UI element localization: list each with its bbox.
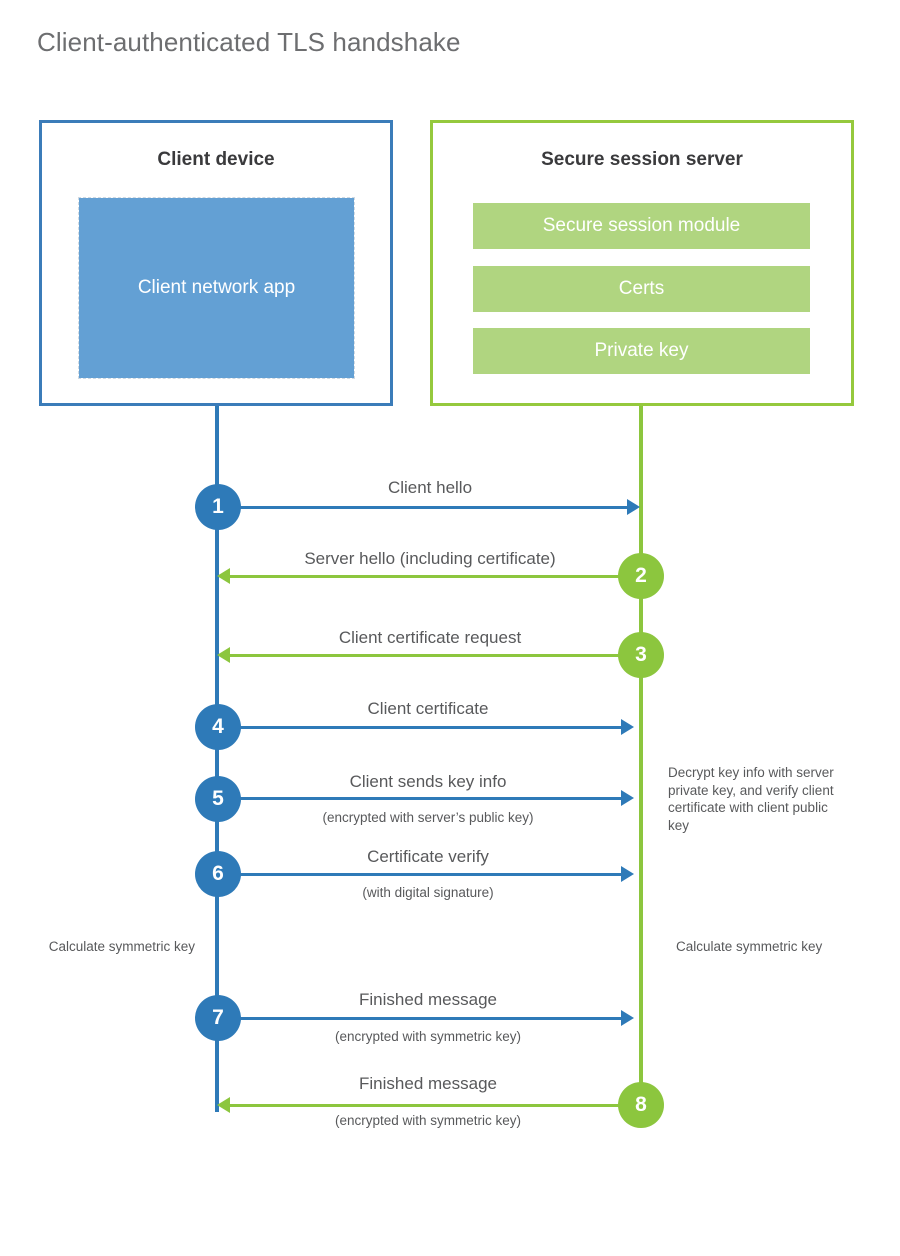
step-6-arrow-line (218, 873, 621, 876)
step-6-arrow-head (621, 866, 634, 882)
step-8-sublabel: (encrypted with symmetric key) (334, 1113, 522, 1128)
server-module-secure-session-module: Secure session module (473, 203, 810, 249)
step-5-arrow-head (621, 790, 634, 806)
secure-session-server-title: Secure session server (541, 149, 743, 170)
step-3-arrow-line (230, 654, 642, 657)
server-calculate-symmetric-key-annotation: Calculate symmetric key (676, 939, 823, 954)
step-4-arrow-line (218, 726, 621, 729)
step-8-arrow-head (217, 1097, 230, 1113)
step-7-marker[interactable]: 7 (195, 995, 241, 1041)
step-2-arrow-head (217, 568, 230, 584)
secure-session-server-box: Secure session server Secure session mod… (430, 120, 854, 406)
step-8-marker[interactable]: 8 (618, 1082, 664, 1128)
step-1-arrow-line (218, 506, 627, 509)
server-module-private-key: Private key (473, 328, 810, 374)
step-3-marker[interactable]: 3 (618, 632, 664, 678)
server-decrypt-annotation: Decrypt key info with server private key… (668, 765, 834, 833)
step-4-arrow-head (621, 719, 634, 735)
server-module-certs: Certs (473, 266, 810, 312)
step-4-label: Client certificate (367, 699, 489, 718)
step-8-label: Finished message (359, 1074, 497, 1093)
step-7-sublabel: (encrypted with symmetric key) (334, 1029, 522, 1044)
step-2-label: Server hello (including certificate) (304, 549, 556, 568)
step-7-label: Finished message (359, 990, 497, 1009)
step-3-label: Client certificate request (338, 628, 522, 647)
step-6-sublabel: (with digital signature) (362, 885, 494, 900)
client-device-box: Client device Client network app (39, 120, 393, 406)
step-4-marker[interactable]: 4 (195, 704, 241, 750)
step-5-sublabel: (encrypted with server’s public key) (322, 810, 534, 825)
step-6-label: Certificate verify (367, 847, 489, 866)
step-2-marker[interactable]: 2 (618, 553, 664, 599)
client-lifeline (215, 406, 219, 1112)
step-7-arrow-head (621, 1010, 634, 1026)
step-3-arrow-head (217, 647, 230, 663)
step-7-arrow-line (218, 1017, 621, 1020)
page-title: Client-authenticated TLS handshake (37, 27, 461, 57)
client-device-title: Client device (157, 149, 275, 170)
step-1-arrow-head (627, 499, 640, 515)
client-network-app-block: Client network app (78, 197, 355, 379)
client-network-app-label: Client network app (137, 277, 296, 298)
step-6-marker[interactable]: 6 (195, 851, 241, 897)
step-1-marker[interactable]: 1 (195, 484, 241, 530)
step-1-label: Client hello (387, 478, 473, 497)
server-lifeline (639, 406, 643, 1105)
step-5-arrow-line (218, 797, 621, 800)
step-5-label: Client sends key info (349, 772, 507, 791)
client-calculate-symmetric-key-annotation: Calculate symmetric key (48, 939, 195, 954)
step-8-arrow-line (230, 1104, 642, 1107)
step-2-arrow-line (230, 575, 642, 578)
step-5-marker[interactable]: 5 (195, 776, 241, 822)
